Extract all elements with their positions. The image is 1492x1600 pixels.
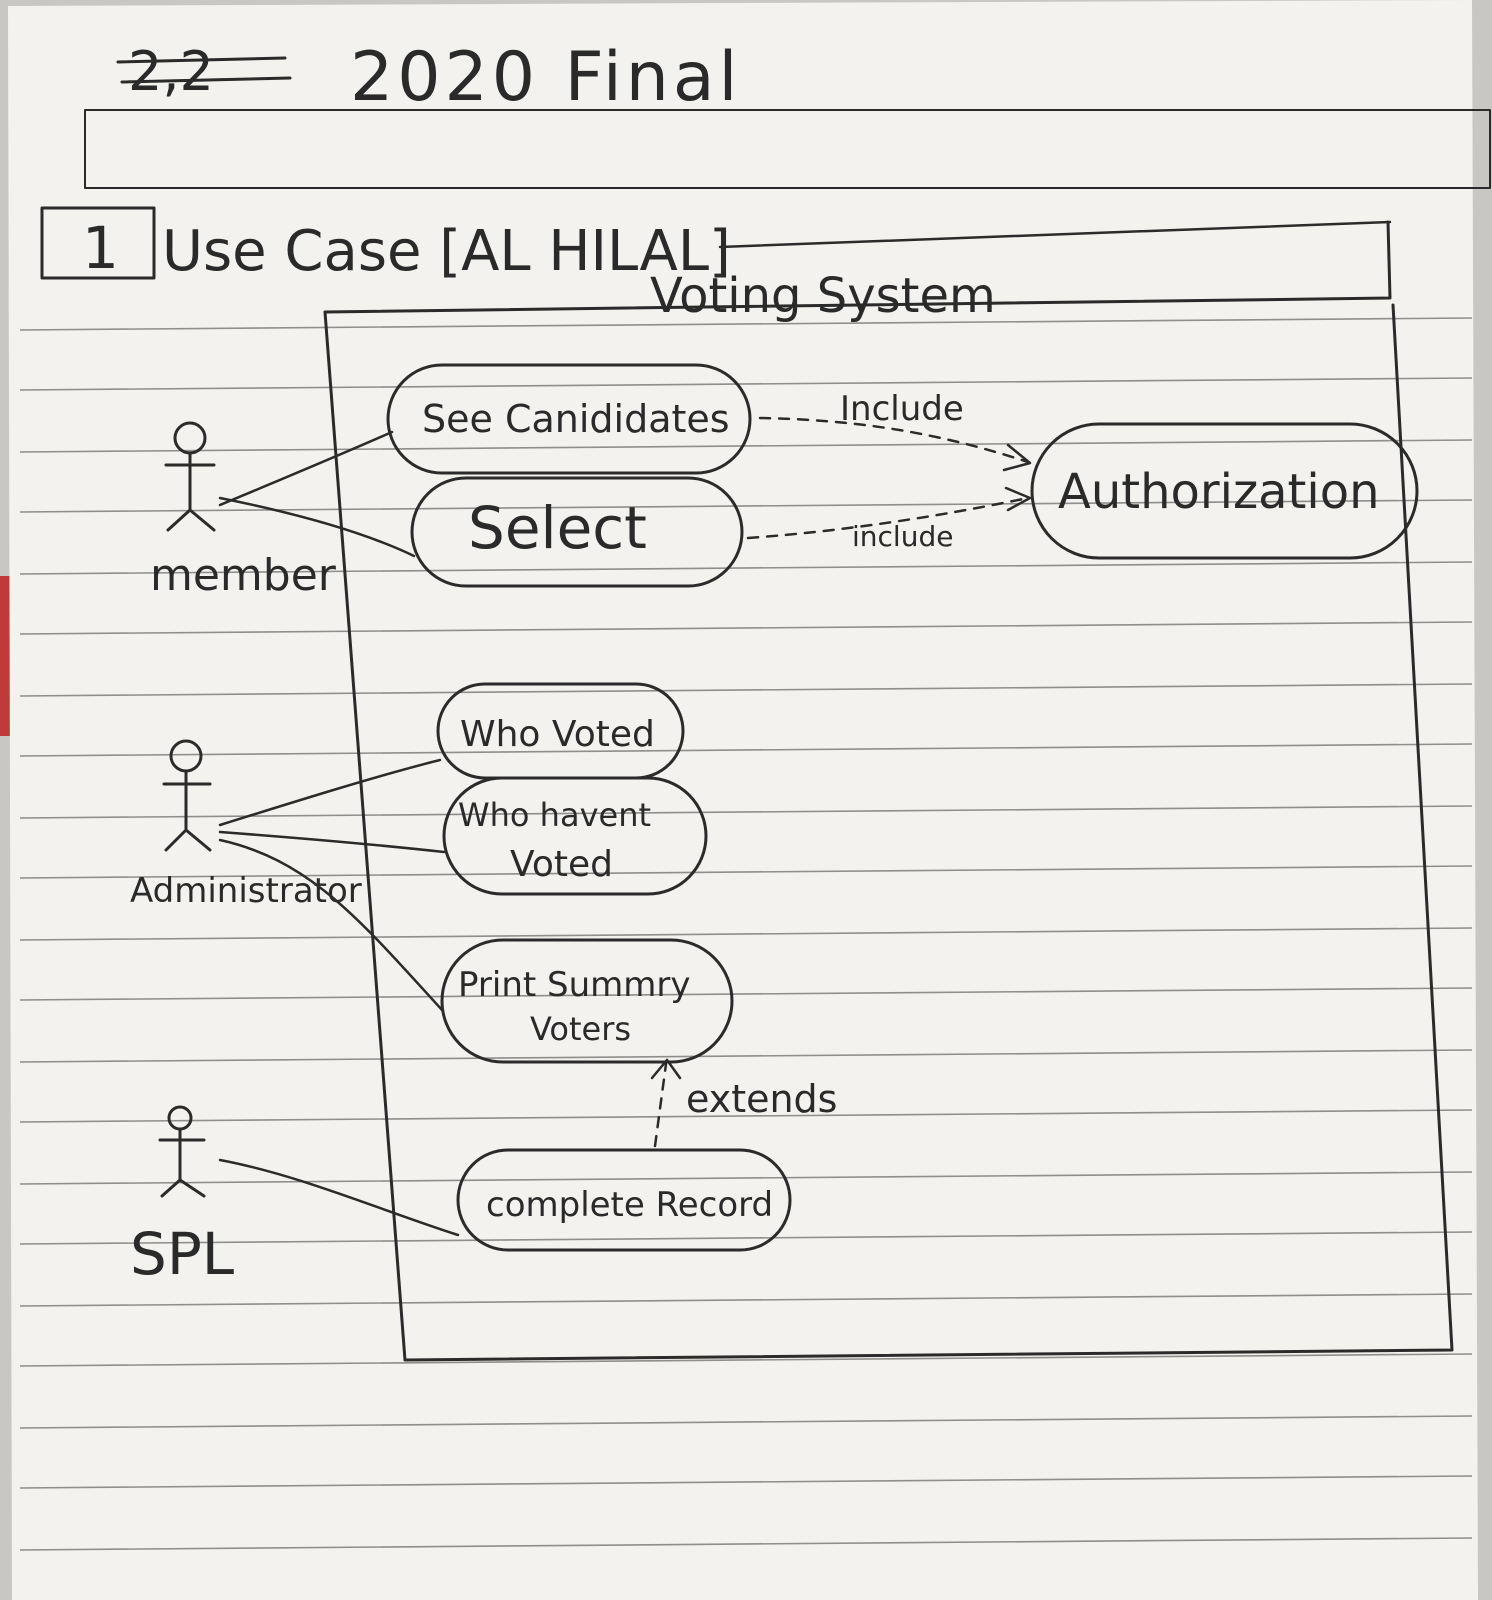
actor-member: member	[150, 421, 337, 601]
actor-administrator-label: Administrator	[130, 871, 362, 911]
use-case-see-candidates-label: See Canididates	[422, 397, 730, 441]
page-title: 2020 Final	[350, 38, 741, 117]
include-label-2: include	[852, 520, 953, 553]
system-name: Voting System	[650, 268, 996, 324]
strike-line	[120, 76, 292, 84]
question-number: 1	[82, 214, 119, 282]
extends-label: extends	[686, 1077, 837, 1121]
extends-relation: extends	[650, 1058, 837, 1148]
title-box	[84, 109, 1491, 189]
actor-spl: SPL	[130, 1105, 234, 1288]
actor-spl-label: SPL	[130, 1220, 234, 1288]
boundary-top	[718, 220, 1392, 249]
use-case-print-summary: Print Summry Voters	[440, 938, 734, 1064]
include-relation-select: include	[746, 486, 1032, 553]
system-boundary	[323, 220, 1454, 1362]
associations	[218, 430, 460, 1237]
use-case-print-summary-label-1: Print Summry	[458, 965, 691, 1005]
use-case-complete-record-label: complete Record	[486, 1185, 773, 1225]
strike-line	[116, 56, 287, 64]
use-case-see-candidates: See Canididates	[386, 363, 752, 475]
use-case-who-havent-voted: Who havent Voted	[442, 776, 708, 896]
use-case-print-summary-label-2: Voters	[530, 1010, 631, 1048]
question-number-box	[40, 206, 156, 280]
use-case-authorization-label: Authorization	[1058, 464, 1380, 520]
heading: Use Case [AL HILAL]	[162, 219, 731, 284]
use-case-select: Select	[410, 476, 744, 588]
use-case-who-voted-label: Who Voted	[460, 714, 655, 755]
use-case-select-label: Select	[468, 494, 647, 562]
actor-member-label: member	[150, 550, 337, 601]
use-case-complete-record: complete Record	[456, 1148, 792, 1252]
use-case-who-havent-voted-label-2: Voted	[510, 844, 613, 885]
paper-sheet	[8, 0, 1478, 1600]
ruled-lines	[19, 317, 1473, 1551]
include-label-1: Include	[840, 389, 964, 429]
use-case-who-havent-voted-label-1: Who havent	[458, 796, 651, 834]
struck-number: 2,2	[128, 40, 214, 103]
use-case-authorization: Authorization	[1030, 422, 1419, 560]
include-relation-see-candidates: Include	[758, 389, 1032, 472]
